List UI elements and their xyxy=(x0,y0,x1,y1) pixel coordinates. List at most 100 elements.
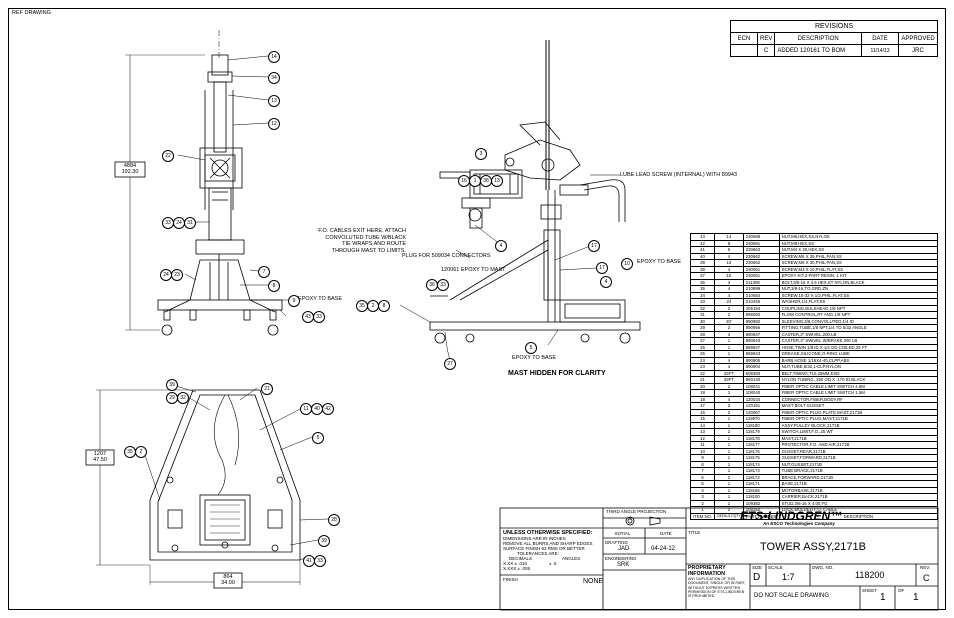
company-tag: An ESCO Technologies Company xyxy=(763,521,835,526)
ref-drawing-label: REF DRAWING xyxy=(12,10,51,16)
balloon: 5 xyxy=(525,342,537,354)
bom-header-description: DESCRIPTION xyxy=(778,512,939,520)
balloon: 13 xyxy=(268,95,280,107)
balloon: 7 xyxy=(258,266,270,278)
drafting-label: DRAFTING xyxy=(605,540,628,545)
drawing-title: TOWER ASSY,2171B xyxy=(760,541,866,553)
of-label: OF xyxy=(898,588,905,593)
drawing-frame xyxy=(8,8,946,610)
initial-label: INITIAL xyxy=(615,531,631,536)
size-value: D xyxy=(753,572,761,583)
size-label: SIZE xyxy=(752,565,763,570)
sheet-label: SHEET xyxy=(862,588,878,593)
scale-value: 1:7 xyxy=(782,572,795,582)
balloon: 23 xyxy=(171,269,183,281)
engineering-label: ENGINEERING xyxy=(605,556,637,561)
rev-value: C xyxy=(923,573,930,583)
proprietary-title: PROPRIETARY INFORMATION xyxy=(688,565,726,577)
tolerance-title: UNLESS OTHERWISE SPECIFIED: xyxy=(503,530,593,536)
balloon: 22 xyxy=(162,150,174,162)
company-logo: ETS•LINDGREN™ xyxy=(740,509,843,523)
balloon: 9 xyxy=(288,295,300,307)
balloon: 10 xyxy=(621,258,633,270)
plug-note: PLUG FOR 509034 CONNECTORS xyxy=(402,253,491,259)
balloon: 13 xyxy=(491,175,503,187)
height-dimension: 4884 192.30 xyxy=(121,163,139,175)
balloon: 3 xyxy=(475,148,487,160)
dwg-no-value: 118200 xyxy=(855,570,885,580)
mast-hidden-note: MAST HIDDEN FOR CLARITY xyxy=(508,370,606,377)
balloon: 2 xyxy=(135,446,147,458)
bom-header-item: ITEM NO. xyxy=(689,512,716,520)
balloon: 38 xyxy=(480,175,492,187)
revisions-block: REVISIONS ECN REV DESCRIPTION DATE APPRO… xyxy=(730,20,938,57)
balloon: 33 xyxy=(437,279,449,291)
tolerance-line: SURFACE FINISH 63 RMS OR BETTER xyxy=(503,546,585,551)
balloon: 42 xyxy=(322,403,334,415)
balloon: 39 xyxy=(166,379,178,391)
balloon: 28 xyxy=(328,514,340,526)
epoxy-base-note-front: EPOXY TO BASE xyxy=(298,296,343,302)
balloon: 34 xyxy=(268,72,280,84)
tolerance-block: UNLESS OTHERWISE SPECIFIED: DIMENSIONS A… xyxy=(503,530,601,571)
front-view xyxy=(114,30,288,336)
width-dimension: 864 34.00 xyxy=(221,574,235,586)
balloon: 32 xyxy=(177,392,189,404)
dwg-no-label: DWG. NO. xyxy=(812,565,834,570)
drafting-initial: JAD xyxy=(618,546,630,552)
depth-dimension: 1207 47.50 xyxy=(93,451,107,463)
lube-note: LUBE LEAD SCREW (INTERNAL) WITH 89943 xyxy=(620,172,738,178)
drafting-date: 04-24-12 xyxy=(651,546,676,552)
balloon: 17 xyxy=(596,262,608,274)
xx-tolerance: X.XX ± .010 xyxy=(503,561,527,566)
rev-row-rev: C xyxy=(756,44,776,57)
balloon: 33 xyxy=(313,311,325,323)
angle-tolerance: ± .5 xyxy=(548,561,557,566)
scale-label: SCALE xyxy=(768,565,783,570)
balloon: 31 xyxy=(184,217,196,229)
rev-row-approved: JRC xyxy=(898,44,938,57)
balloon: 8 xyxy=(268,280,280,292)
rev-label: REV. xyxy=(920,565,931,570)
date-label: DATE xyxy=(660,531,672,536)
balloon: 8 xyxy=(378,300,390,312)
epoxy-base-note-bottom: EPOXY TO BASE xyxy=(512,355,557,361)
tolerances-label: TOLERANCES ARE: xyxy=(517,551,559,556)
balloon: 5 xyxy=(312,432,324,444)
finish-label: FINISH xyxy=(503,577,518,582)
rev-row-date: 11/14/13 xyxy=(861,44,899,57)
proprietary-block: PROPRIETARY INFORMATION ANY DUPLICATION … xyxy=(688,565,748,598)
cable-note: F.O. CABLES EXIT HERE. ATTACH CONVOLUTED… xyxy=(318,228,406,254)
balloon: 40 xyxy=(311,403,323,415)
title-label: TITLE xyxy=(688,530,701,535)
balloon: 17 xyxy=(588,240,600,252)
finish-value: NONE xyxy=(583,578,604,585)
tolerance-line: DIMENSIONS ARE IN INCHES xyxy=(503,536,566,541)
top-view xyxy=(85,385,329,589)
balloon: 4 xyxy=(600,276,612,288)
projection-label: THIRD ANGLE PROJECTION xyxy=(606,509,667,514)
balloon: 21 xyxy=(261,383,273,395)
bom-header-qty: DEFAULT/QTY xyxy=(714,512,744,520)
balloon: 14 xyxy=(268,51,280,63)
side-view xyxy=(399,40,641,363)
xxx-tolerance: X.XXX ± .005 xyxy=(503,566,530,571)
bom-item-no: 1 xyxy=(689,506,716,514)
sheets-value: 1 xyxy=(913,592,919,603)
sheet-value: 1 xyxy=(880,592,886,603)
proprietary-text: ANY DUPLICATION OF THIS DOCUMENT, SINGLE… xyxy=(688,577,746,599)
balloon: 39 xyxy=(318,535,330,547)
engineering-initial: SRK xyxy=(617,562,630,568)
epoxy-mast-note: 120061 EPOXY TO MAST xyxy=(441,267,506,273)
title-block-lines xyxy=(499,507,939,611)
tolerance-line: REMOVE ALL BURRS AND SHARP EDGES xyxy=(503,541,593,546)
balloon: 27 xyxy=(444,358,456,370)
decimals-label: DECIMALS xyxy=(509,556,533,561)
do-not-scale: DO NOT SCALE DRAWING xyxy=(754,593,830,599)
balloon: 33 xyxy=(314,555,326,567)
